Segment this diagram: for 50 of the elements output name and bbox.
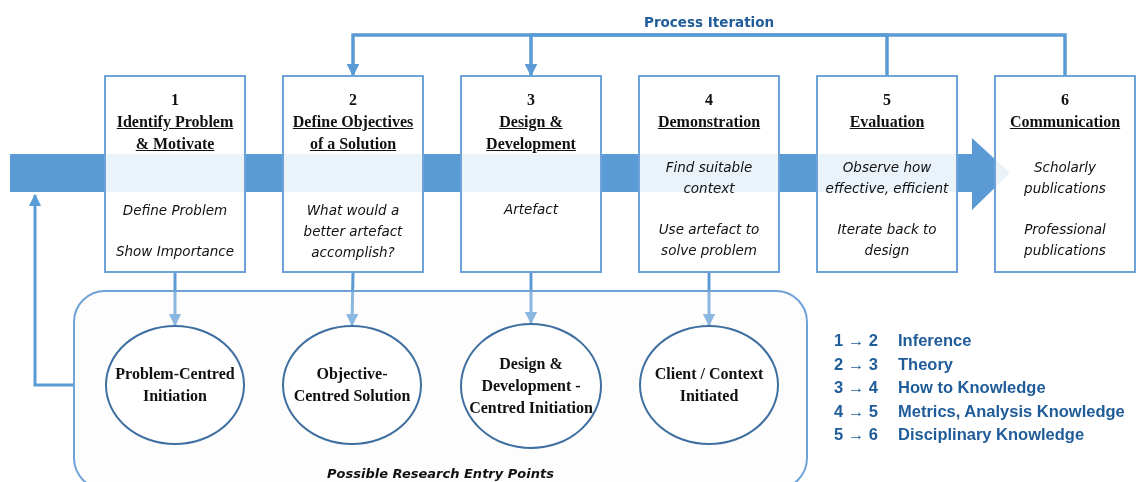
step-number: 3 <box>527 90 535 110</box>
knowledge-type: Disciplinary Knowledge <box>898 424 1085 444</box>
knowledge-type: How to Knowledge <box>898 377 1046 397</box>
process-step-box <box>282 75 424 273</box>
step-transition: 4 → 5 <box>834 400 879 421</box>
step-transition: 2 → 3 <box>834 353 879 374</box>
step-title: Identify Problem & Motivate <box>115 112 235 154</box>
process-step-box <box>994 75 1136 273</box>
step-title: Demonstration <box>657 112 761 132</box>
step-description: Use artefact to solve problem <box>657 220 761 260</box>
entry-points-panel <box>73 290 808 482</box>
step-description: Artefact <box>503 200 559 219</box>
step-title: Communication <box>1009 112 1121 132</box>
step-number: 1 <box>171 90 179 110</box>
step-number: 2 <box>349 90 357 110</box>
step-description: What would a better artefact accomplish? <box>302 201 404 262</box>
entry-point-label: Design & Development - Centred Initiation <box>469 354 593 418</box>
knowledge-type: Metrics, Analysis Knowledge <box>898 400 1125 421</box>
panel-title: Possible Research Entry Points <box>327 466 554 481</box>
step-number: 5 <box>883 90 891 110</box>
connector-arrow <box>345 272 359 327</box>
connector-arrow <box>168 273 182 327</box>
step-description: Scholarly publications <box>1023 158 1107 198</box>
step-title: Evaluation <box>849 112 925 132</box>
process-step-box <box>460 75 602 273</box>
step-number: 6 <box>1061 90 1069 110</box>
step-description: Professional publications <box>1023 220 1107 260</box>
entry-point-label: Objective-Centred Solution <box>292 364 412 406</box>
entry-point-label: Client / Context Initiated <box>653 364 765 406</box>
step-title: Design & Development <box>485 112 577 155</box>
step-description: Iterate back to design <box>836 220 938 260</box>
step-description: Observe how effective, efficient <box>824 158 950 198</box>
process-step-box <box>816 75 958 273</box>
step-title: Define Objectives of a Solution <box>291 112 415 154</box>
entry-point-label: Problem-Centred Initiation <box>114 364 236 406</box>
step-description: Define Problem <box>122 201 228 220</box>
process-step-box <box>638 75 780 273</box>
connector-arrow <box>702 273 716 327</box>
step-transition: 3 → 4 <box>834 377 879 397</box>
connector-arrow <box>524 273 538 325</box>
step-description: Show Importance <box>115 242 235 261</box>
knowledge-type: Inference <box>898 330 972 350</box>
step-description: Find suitable context <box>664 158 754 198</box>
step-transition: 5 → 6 <box>834 424 879 444</box>
process-step-box <box>104 75 246 273</box>
connector-arrow <box>524 33 1067 77</box>
knowledge-type: Theory <box>898 353 953 374</box>
step-number: 4 <box>705 90 713 110</box>
connector-arrow <box>28 193 73 387</box>
step-transition: 1 → 2 <box>834 330 879 350</box>
